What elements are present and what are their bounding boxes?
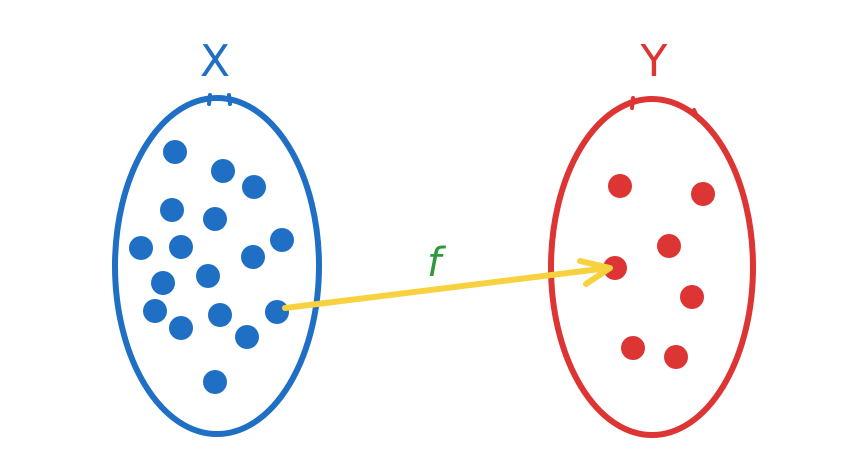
set-x-element: [211, 159, 235, 183]
set-y-label: Y: [640, 36, 668, 87]
mapping-label-f: f: [427, 240, 447, 286]
set-x-element: [242, 175, 266, 199]
set-y-elements: [603, 174, 715, 369]
set-y-ellipse: [548, 96, 756, 438]
set-x-element: [163, 140, 187, 164]
set-y-ellipse-ticks: [630, 96, 701, 122]
set-x-element: [196, 264, 220, 288]
set-x-label: X: [200, 36, 230, 87]
set-x-element: [151, 271, 175, 295]
set-y-element: [621, 336, 645, 360]
set-y-element: [603, 256, 627, 280]
set-x-element: [129, 236, 153, 260]
set-x-element: [203, 207, 227, 231]
set-x-elements: [129, 140, 294, 394]
set-x-element: [265, 300, 289, 324]
set-x-element: [169, 316, 193, 340]
set-x-element: [203, 370, 227, 394]
set-x-element: [241, 245, 265, 269]
set-y-element: [657, 234, 681, 258]
set-x-ellipse-ticks: [207, 93, 232, 106]
mapping-arrow: [282, 258, 613, 311]
set-x-element: [169, 235, 193, 259]
set-y-element: [680, 285, 704, 309]
set-y-element: [691, 182, 715, 206]
mapping-arrow-shaft: [282, 265, 611, 311]
set-x-ellipse: [112, 95, 322, 437]
set-x-element: [143, 299, 167, 323]
set-x-element: [235, 325, 259, 349]
set-y-element: [608, 174, 632, 198]
set-y-element: [664, 345, 688, 369]
set-x-element: [160, 198, 184, 222]
set-x-element: [208, 303, 232, 327]
mapping-arrow-head: [577, 258, 613, 287]
set-x-element: [270, 228, 294, 252]
